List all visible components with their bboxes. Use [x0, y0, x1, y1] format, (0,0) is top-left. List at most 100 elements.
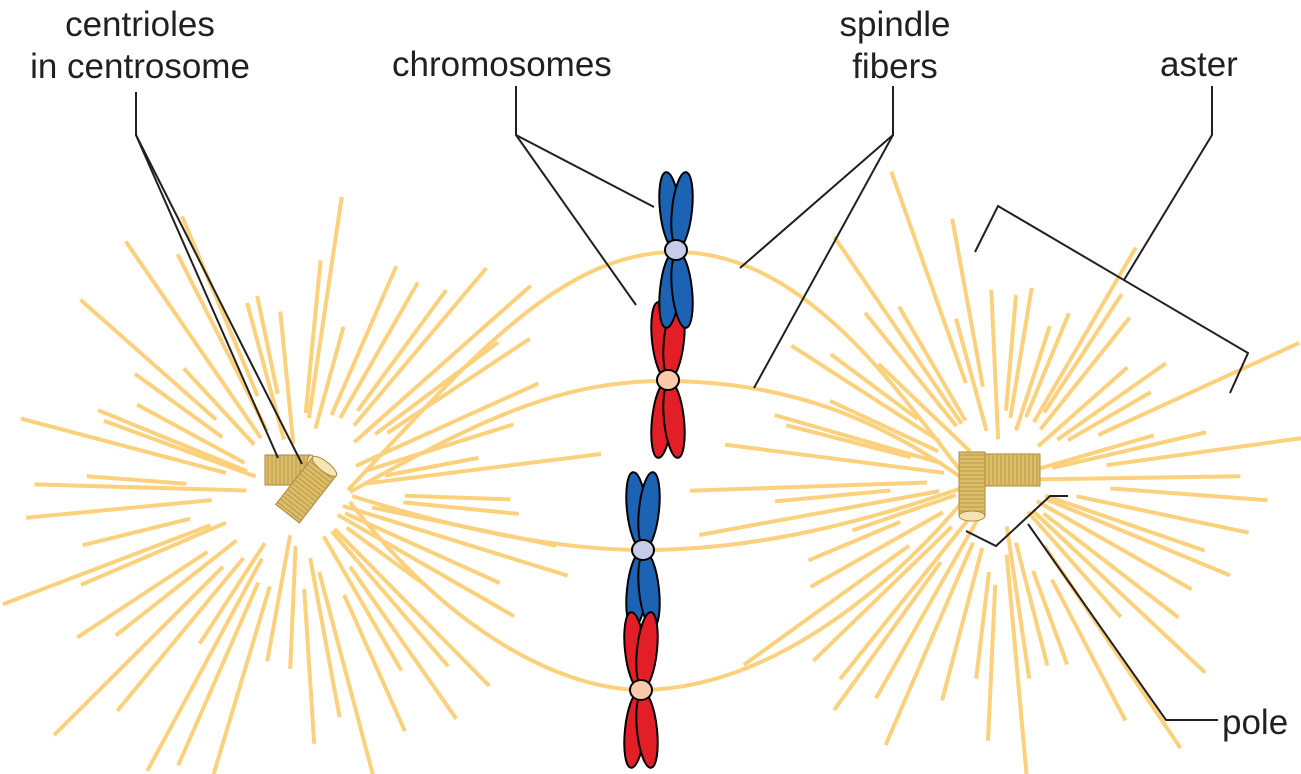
aster-ray [355, 381, 540, 468]
centriole-tubule [277, 501, 302, 521]
aster-ray [1008, 287, 1034, 419]
centrioles-label-line2: in centrosome [30, 47, 250, 86]
aster-ray [1004, 554, 1029, 774]
aster-ray [313, 326, 346, 430]
aster-ray [1076, 494, 1250, 535]
aster-ray [384, 455, 479, 478]
left-centriole-b [275, 455, 338, 524]
aster-ray [136, 402, 246, 465]
aster-ray [1051, 430, 1207, 470]
aster-ray [355, 288, 448, 412]
aster-ray [352, 284, 533, 444]
aster-ray [724, 442, 945, 475]
centriole-tubule [279, 498, 304, 518]
aster-ray [832, 561, 943, 712]
centriole-tubule [306, 463, 332, 484]
centriole-body [979, 453, 1041, 487]
aster-ray [182, 366, 256, 446]
aster-ray [333, 527, 491, 688]
leader-line [515, 134, 637, 306]
aster-ray [338, 281, 420, 420]
left-aster-fibers [2, 196, 602, 774]
aster-ray [133, 372, 224, 439]
chromosomes-label: chromosomes [392, 45, 612, 84]
aster-ray [1106, 436, 1301, 468]
aster-ray [863, 311, 958, 428]
centromere [656, 369, 680, 391]
aster-ray [255, 295, 280, 395]
aster-ray [1044, 493, 1206, 553]
aster-ray [807, 520, 902, 563]
aster-ray [1026, 510, 1123, 619]
centriole-tubule [294, 479, 319, 499]
aster-ray [1004, 526, 1032, 679]
aster-ray [1031, 570, 1069, 666]
centromere [629, 679, 653, 701]
leader-line [1123, 86, 1213, 281]
aster-ray [785, 423, 912, 460]
aster-ray [897, 305, 968, 422]
centriole-end [958, 510, 986, 522]
centriole-tubule [282, 495, 307, 515]
aster-ray [1004, 295, 1018, 411]
centriole-tubule [284, 492, 309, 512]
aster-ray [321, 535, 404, 672]
aster-ray [1038, 316, 1132, 431]
aster-ray [874, 516, 981, 700]
aster-ray [403, 500, 519, 516]
centrioles-label-line1: centrioles [65, 5, 215, 44]
aster-ray [1014, 542, 1050, 666]
spindle-fibers-label: spindle fibers [812, 4, 978, 88]
centriole-tubule [287, 489, 312, 509]
aster-ray [1056, 361, 1168, 442]
centromere [664, 239, 688, 261]
aster-ray [180, 215, 260, 397]
aster-ray [103, 418, 257, 479]
aster-ray [348, 565, 458, 720]
centriole-tubule [296, 476, 322, 496]
chromosome-blue-1 [658, 171, 694, 329]
aster-ray [1050, 578, 1128, 722]
centriole-tubule [292, 482, 317, 502]
aster-ray [690, 480, 928, 493]
aster-ray [80, 520, 227, 587]
aster-ray [176, 581, 261, 767]
spindle-label-line2: fibers [852, 47, 938, 86]
aster-ray [265, 535, 293, 662]
aster-ray [52, 565, 225, 737]
aster-ray [950, 218, 985, 388]
centriole-tubule [301, 470, 327, 490]
aster-ray [1014, 325, 1052, 432]
aster-ray [25, 498, 212, 520]
left-centrioles [264, 454, 338, 524]
aster-label: aster [1160, 45, 1238, 84]
aster-ray [790, 343, 941, 443]
leader-line [515, 86, 655, 208]
aster-ray [86, 474, 187, 486]
aster-ray [342, 503, 569, 578]
aster-ray [344, 511, 501, 585]
chromosome-blue-2 [625, 471, 661, 629]
aster-ray [97, 408, 248, 473]
aster-ray [1045, 497, 1231, 578]
aster-ray [974, 571, 991, 679]
aster-ray [940, 547, 985, 702]
aster-ray [211, 585, 272, 774]
aster-ray [838, 516, 971, 681]
aster-ray [76, 550, 209, 640]
aster-ray [197, 542, 267, 645]
leader-line [135, 134, 303, 465]
aster-ray [812, 525, 954, 663]
aster-ray [1042, 511, 1180, 620]
aster-ray [774, 413, 943, 466]
aster-ray [1110, 486, 1268, 503]
aster-ray [1036, 365, 1129, 448]
aster-ray [829, 399, 939, 454]
leader-line [1027, 523, 1218, 721]
aster-ray [317, 571, 375, 774]
centromere [631, 539, 655, 561]
aster-ray [278, 311, 296, 445]
aster-ray [34, 482, 247, 493]
aster-ray [1042, 293, 1124, 414]
aster-ray [809, 510, 944, 589]
